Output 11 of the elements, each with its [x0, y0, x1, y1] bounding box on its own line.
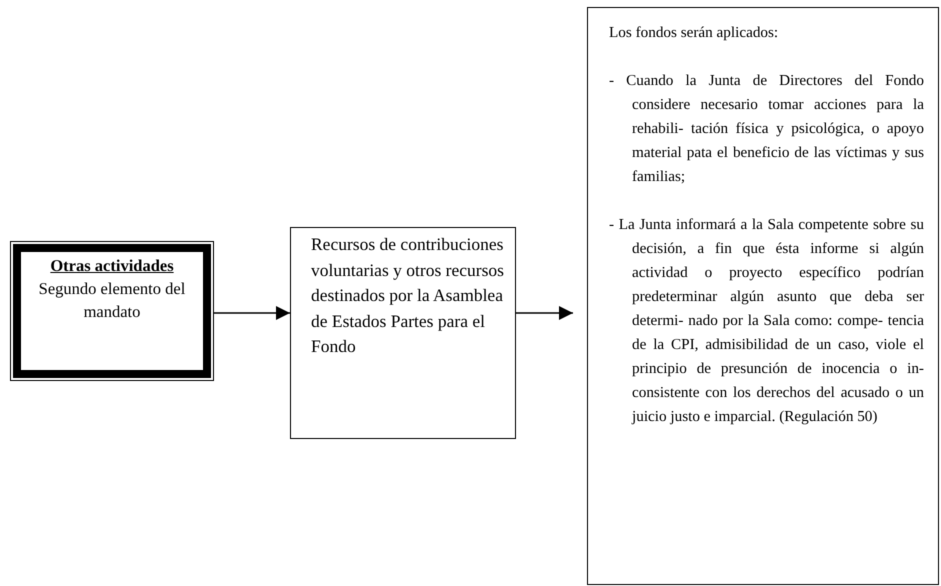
process-box [290, 227, 516, 439]
box-heading: Otras actividades [49, 255, 175, 277]
panel-heading: Los fondos serán aplicados: [609, 23, 780, 43]
arrow [516, 306, 573, 320]
box-text: Segundo elemento del mandato [38, 278, 186, 323]
activity-box [10, 241, 214, 381]
arrow [214, 306, 290, 320]
box-text: Recursos de contribuciones voluntarias y otros recursos destinados por la Asamblea de Estados Partes para el Fondo [311, 233, 505, 358]
text-panel [587, 7, 939, 585]
list-item: - Cuando la Junta de Directores del Fondo considere necesario tomar acciones para la rehabili- tación física y psicológica, o apoyo material pata el beneficio de las víctimas y sus familias; [609, 71, 924, 187]
list-item: - La Junta informará a la Sala competente sobre su decisión, a fin que ésta informe si algún actividad o proyecto específico podrían predeterminar algún asunto que deba ser determi- nado por la Sala como: compe- tencia de la CPI, admisibilidad de un caso, viole el principio de presunción de inocencia o in- consistente con los derechos del acusado o un juicio justo e imparcial. (Regulación 50) [609, 215, 924, 427]
